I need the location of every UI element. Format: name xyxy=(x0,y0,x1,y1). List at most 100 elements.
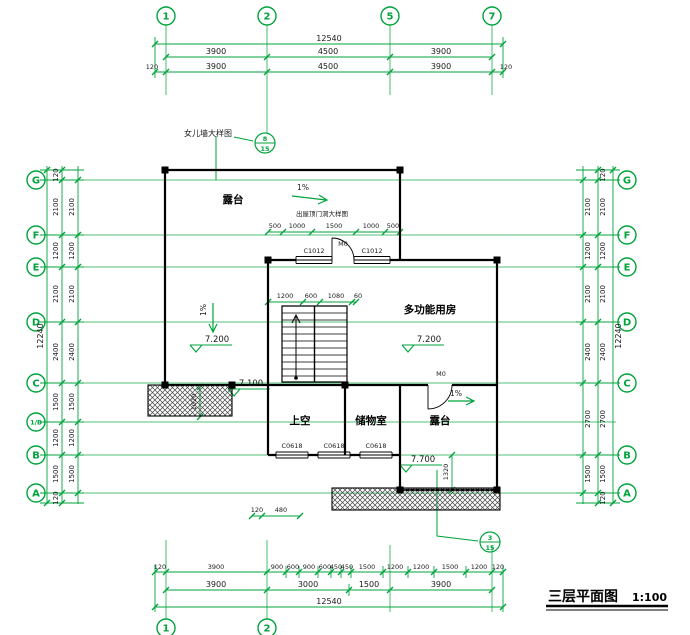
dim: 1500 xyxy=(68,393,76,411)
window-label: C1012 xyxy=(361,247,382,255)
dim: 2400 xyxy=(599,343,607,361)
dim: 1200 xyxy=(471,563,488,571)
dim: 2100 xyxy=(584,198,592,216)
dim: 4500 xyxy=(318,62,338,71)
dim: 1200 xyxy=(52,242,60,260)
dimension-ticks xyxy=(43,40,617,611)
detail-marker-top: 8 15 xyxy=(254,132,276,154)
dim: 450 xyxy=(330,563,342,571)
axis-bubble-1: 1 xyxy=(163,12,170,23)
notes: 女儿墙大样图 出屋顶门洞大样图 xyxy=(184,128,348,218)
dim: 3000 xyxy=(298,580,318,589)
dim: 1200 xyxy=(413,563,430,571)
dim-left-total: 12240 xyxy=(36,323,45,348)
dim: 1500 xyxy=(326,222,343,230)
dim: 600 xyxy=(305,292,317,300)
room-label-terrace-right: 露台 xyxy=(430,414,451,427)
window-symbols xyxy=(275,256,393,459)
right-dimensions: 2100 1200 2100 2400 2700 1500 120 2100 1… xyxy=(584,168,623,504)
axis-bubble-2b: 2 xyxy=(264,624,271,635)
dim: 3900 xyxy=(208,563,225,571)
dim: 2100 xyxy=(599,198,607,216)
dim: 3900 xyxy=(206,580,226,589)
dim: 120 xyxy=(500,63,512,71)
level-value: 7.700 xyxy=(411,455,435,465)
dim: 1500 xyxy=(359,563,376,571)
dim-bottom-total: 12540 xyxy=(316,597,341,606)
dim: 500 xyxy=(387,222,399,230)
railing-bands xyxy=(147,384,501,511)
dim: 2700 xyxy=(584,410,592,428)
axis-bubble-1b: 1 xyxy=(163,624,170,635)
dim: 120 xyxy=(146,63,158,71)
dim: 120 xyxy=(599,491,607,504)
slope-label: 1% xyxy=(297,183,309,192)
dim: 1200 xyxy=(387,563,404,571)
level-values: 7.200 7.200 7.100 7.700 xyxy=(205,335,441,465)
dim: 3900 xyxy=(206,62,226,71)
dim: 2100 xyxy=(52,285,60,303)
roof-door-note: 出屋顶门洞大样图 xyxy=(296,209,348,218)
dim: 120 xyxy=(492,563,504,571)
grid-bubbles-bottom: 1 2 xyxy=(156,618,277,635)
axis-bubble-C: C xyxy=(32,379,39,390)
level-value: 7.200 xyxy=(205,335,229,345)
dim: 3900 xyxy=(431,62,451,71)
axis-bubble-B-right: B xyxy=(623,451,631,462)
level-markers xyxy=(189,344,444,473)
dim: 1500 xyxy=(359,580,379,589)
axis-bubble-A: A xyxy=(32,489,40,500)
axis-bubble-G-right: G xyxy=(623,176,631,187)
dim: 120 xyxy=(599,168,607,181)
room-label-storage: 储物室 xyxy=(355,414,387,427)
dim: 1200 xyxy=(68,429,76,447)
dim: 600 xyxy=(319,563,331,571)
dim: 1080 xyxy=(328,292,345,300)
opening-labels: C1012 C1012 M0 M0 C0618 C0618 C0618 xyxy=(281,240,445,450)
dim: 120 xyxy=(52,491,60,504)
dim: 600 xyxy=(287,563,299,571)
dim: 1500 xyxy=(68,465,76,483)
dim-balcony: 1020 xyxy=(190,394,198,411)
dim: 4500 xyxy=(318,47,338,56)
slope-label: 1% xyxy=(450,389,462,398)
door-symbols xyxy=(331,237,453,410)
grid-bubbles-right: G F E D C B A xyxy=(617,170,637,503)
room-label-multi: 多功能用房 xyxy=(404,303,457,316)
room-label-terrace-top: 露台 xyxy=(223,193,244,206)
interior-dimensions: 500 1000 1500 1000 500 1200 600 1080 60 … xyxy=(190,222,450,514)
dim: 60 xyxy=(354,292,362,300)
dim: 900 xyxy=(303,563,315,571)
bottom-terrace-railing xyxy=(331,487,501,511)
axis-bubble-D: D xyxy=(32,318,40,329)
dim: 1200 xyxy=(277,292,294,300)
slope-labels: 1% 1% 1% xyxy=(199,183,462,398)
dim: 900 xyxy=(271,563,283,571)
detail-top-den: 15 xyxy=(260,145,270,153)
slope-label: 1% xyxy=(199,304,208,316)
level-value: 7.100 xyxy=(239,379,263,389)
room-label-void: 上空 xyxy=(290,414,311,427)
dim: 1500 xyxy=(442,563,459,571)
window-label: C0618 xyxy=(323,442,344,450)
axis-bubble-A-right: A xyxy=(623,489,631,500)
dim: 1500 xyxy=(52,393,60,411)
drawing-scale: 1:100 xyxy=(632,591,667,604)
detail-bottom-den: 15 xyxy=(485,544,495,552)
axis-bubble-E-right: E xyxy=(624,263,631,274)
dim: 450 xyxy=(341,563,353,571)
room-labels: 露台 多功能用房 上空 储物室 露台 xyxy=(223,193,457,427)
detail-marker-bottom: 3 15 xyxy=(479,531,501,553)
left-dimensions: 12240 120 2100 1200 2100 2400 1500 1200 … xyxy=(36,168,76,504)
columns xyxy=(161,166,501,494)
window-label: C0618 xyxy=(281,442,302,450)
dim: 2100 xyxy=(68,198,76,216)
detail-bottom-num: 3 xyxy=(488,534,493,542)
dim: 1000 xyxy=(289,222,306,230)
axis-bubble-1B: 1/B xyxy=(30,419,42,427)
dim: 2400 xyxy=(52,343,60,361)
dimension-lines xyxy=(40,37,620,612)
dim: 480 xyxy=(275,506,287,514)
door-label: M0 xyxy=(436,370,446,378)
